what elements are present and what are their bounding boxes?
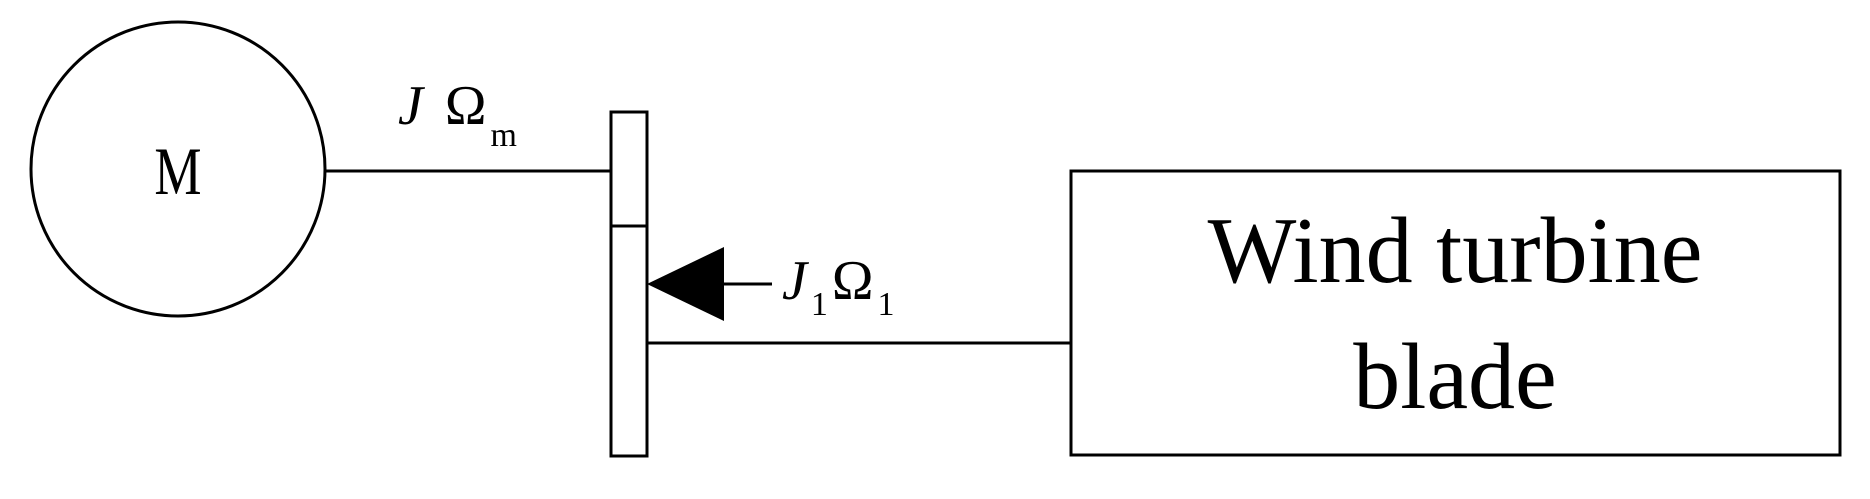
torque-arrow: [647, 247, 772, 321]
blade-box-line1: Wind turbine: [1208, 199, 1703, 303]
blade-speed-symbol: Ω: [832, 250, 874, 312]
arrow-head: [647, 247, 724, 321]
motor-label: M: [154, 135, 201, 210]
blade-inertia-subscript: 1: [811, 286, 828, 323]
blade-shaft-label: J 1 Ω 1: [782, 250, 894, 323]
wind-turbine-blade-box: Wind turbine blade: [1069, 169, 1842, 457]
motor-speed-symbol: Ω: [445, 75, 487, 137]
blade-inertia-symbol: J: [782, 250, 810, 312]
blade-speed-subscript: 1: [877, 286, 894, 323]
coupling-rect: [609, 110, 649, 458]
blade-box-line2: blade: [1353, 325, 1557, 429]
coupling-bar: [609, 110, 649, 458]
motor-speed-subscript: m: [490, 117, 516, 154]
motor-inertia-symbol: J: [398, 75, 426, 137]
motor-shaft-label: J Ω m: [398, 75, 517, 154]
motor-circle: [29, 20, 327, 318]
motor: M: [29, 20, 327, 318]
blade-box-rect: [1069, 169, 1842, 457]
